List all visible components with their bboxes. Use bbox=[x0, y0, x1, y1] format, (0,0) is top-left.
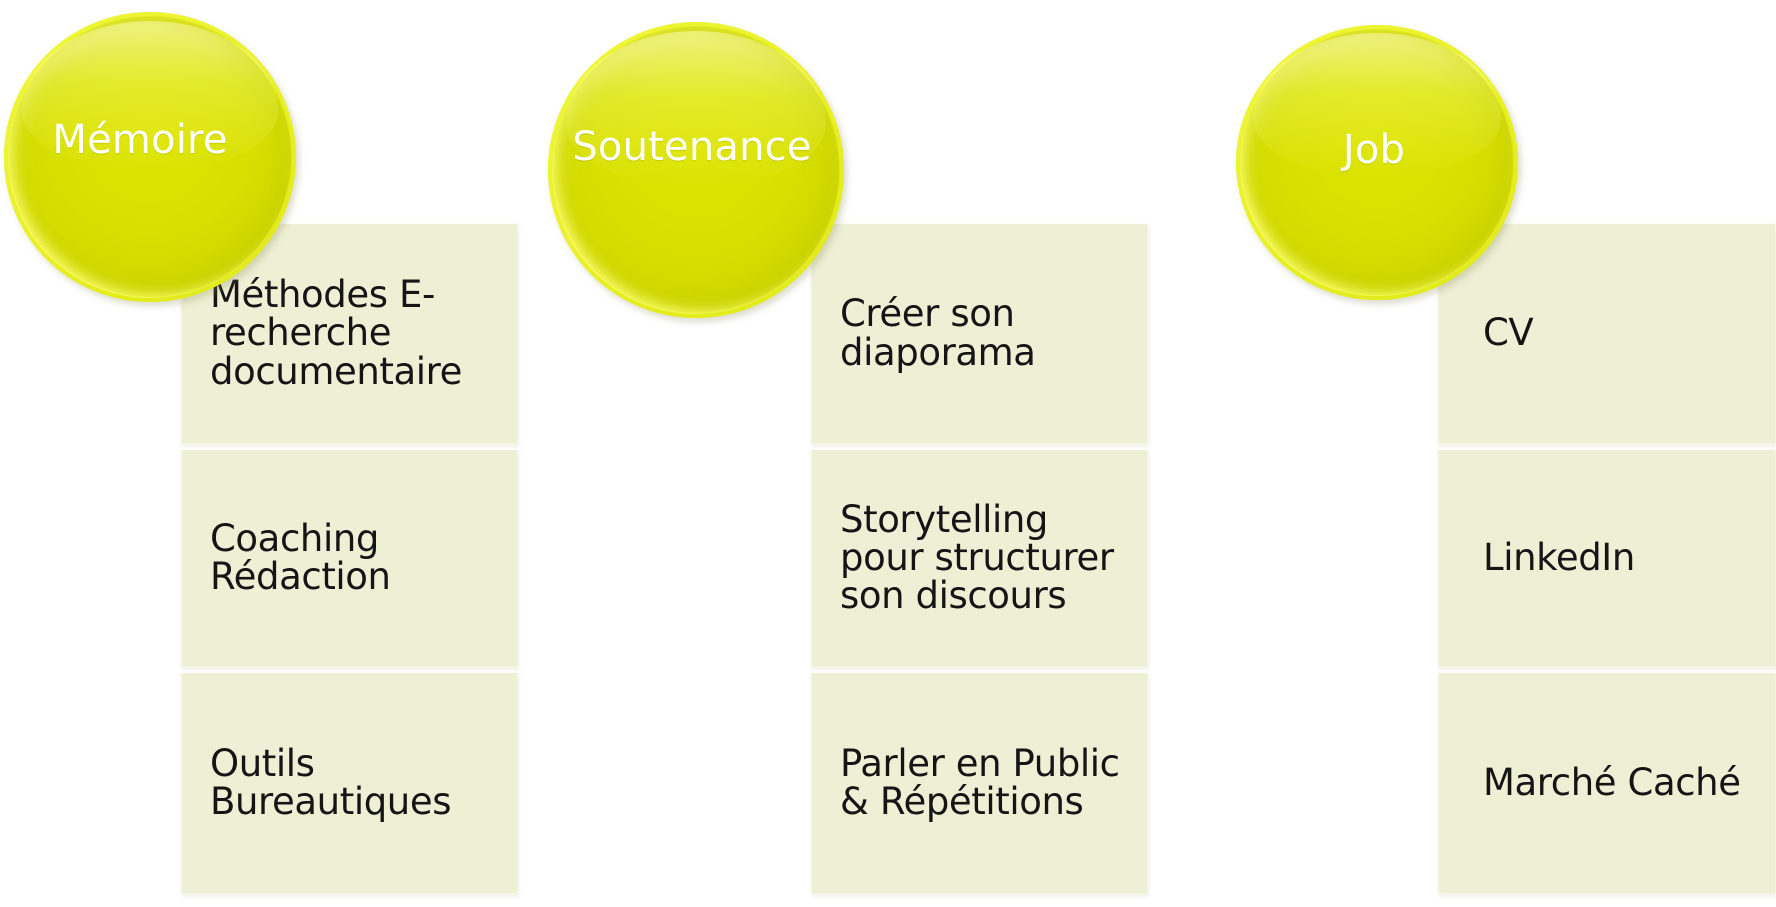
list-item[interactable]: Outils Bureautiques bbox=[180, 671, 517, 895]
list-item[interactable]: CV bbox=[1437, 222, 1775, 445]
list-item[interactable]: Marché Caché bbox=[1437, 671, 1775, 895]
list-item-label: LinkedIn bbox=[1483, 535, 1635, 579]
bubble-memoire[interactable]: Mémoire bbox=[4, 12, 296, 302]
list-item[interactable]: Créer son diaporama bbox=[810, 222, 1147, 445]
column-soutenance: Créer son diaporama Storytelling pour st… bbox=[548, 0, 1158, 907]
bubble-label: Soutenance bbox=[572, 124, 812, 170]
list-item[interactable]: Storytelling pour structurer son discour… bbox=[810, 448, 1147, 668]
list-item-label: Marché Caché bbox=[1483, 760, 1741, 804]
column-job: CV LinkedIn Marché Caché Job bbox=[1236, 0, 1776, 907]
box-stack-soutenance: Créer son diaporama Storytelling pour st… bbox=[810, 222, 1147, 895]
list-item[interactable]: Coaching Rédaction bbox=[180, 448, 517, 668]
box-stack-job: CV LinkedIn Marché Caché bbox=[1437, 222, 1775, 895]
bubble-label: Mémoire bbox=[52, 117, 228, 163]
list-item-label: Parler en Public & Répétitions bbox=[840, 741, 1120, 823]
list-item[interactable]: Méthodes E- recherche documentaire bbox=[180, 222, 517, 445]
column-memoire: Méthodes E- recherche documentaire Coach… bbox=[0, 0, 530, 907]
box-stack-memoire: Méthodes E- recherche documentaire Coach… bbox=[180, 222, 517, 895]
bubble-job[interactable]: Job bbox=[1236, 25, 1518, 300]
list-item[interactable]: Parler en Public & Répétitions bbox=[810, 671, 1147, 895]
list-item-label: Storytelling pour structurer son discour… bbox=[840, 497, 1114, 618]
list-item-label: CV bbox=[1483, 311, 1534, 355]
list-item[interactable]: LinkedIn bbox=[1437, 448, 1775, 668]
list-item-label: Méthodes E- recherche documentaire bbox=[210, 273, 462, 393]
list-item-label: Créer son diaporama bbox=[840, 292, 1036, 374]
list-item-label: Coaching Rédaction bbox=[210, 516, 391, 598]
bubble-soutenance[interactable]: Soutenance bbox=[548, 22, 844, 318]
list-item-label: Outils Bureautiques bbox=[210, 741, 452, 823]
bubble-label: Job bbox=[1342, 126, 1406, 173]
